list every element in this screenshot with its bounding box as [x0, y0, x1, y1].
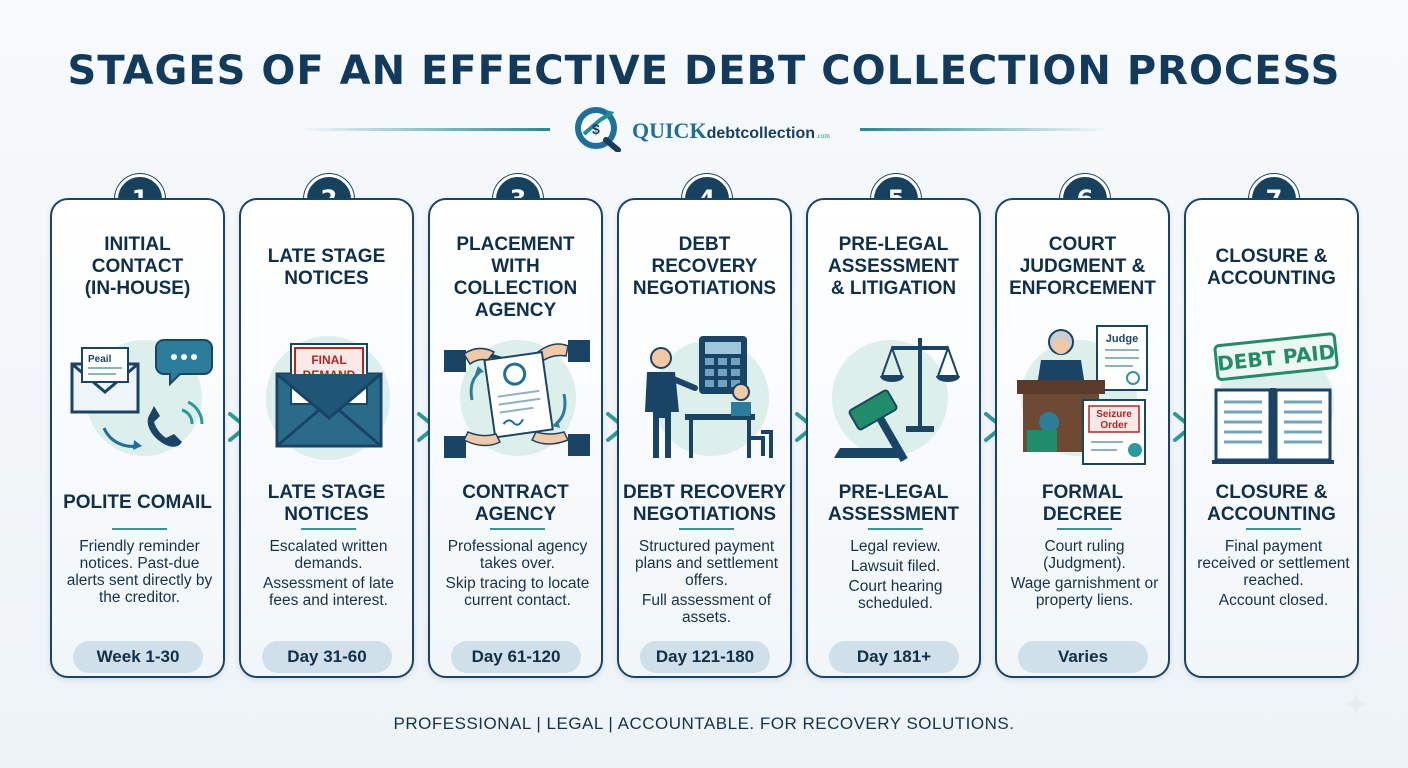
brand-logo-lockup: $ QUICKdebtcollection.com — [570, 104, 860, 152]
stage-timeframe-badge: Day 61-120 — [451, 641, 581, 673]
envelope-label: Peail — [88, 354, 112, 365]
negotiation-calculator-icon — [631, 318, 781, 468]
stage-title: PLACEMENT WITH COLLECTION AGENCY — [453, 234, 578, 321]
stage-divider — [1246, 528, 1301, 530]
stage-description-line: Full assessment of assets. — [641, 592, 772, 626]
stage-description-line: Professional agency takes over. — [447, 538, 588, 572]
stage-subtitle: CLOSURE & ACCOUNTING — [1207, 482, 1336, 525]
stage-title: PRE-LEGAL ASSESSMENT & LITIGATION — [828, 234, 959, 299]
svg-text:FINAL: FINAL — [311, 353, 346, 367]
stage-description-line: Account closed. — [1218, 592, 1329, 609]
brand-divider-right — [860, 128, 1110, 131]
stage-description-line: Lawsuit filed. — [850, 558, 941, 575]
stage-title: INITIAL CONTACT (IN-HOUSE) — [84, 234, 191, 299]
stage-description-line: Skip tracing to locate current contact. — [445, 575, 590, 609]
final-demand-envelope-icon: FINAL DEMAND — [253, 318, 403, 468]
stage-description-line: Court ruling (Judgment). — [1043, 538, 1126, 572]
stage-divider — [301, 528, 356, 530]
footer-tagline: PROFESSIONAL | LEGAL | ACCOUNTABLE. FOR … — [393, 714, 1015, 733]
page-title: STAGES OF AN EFFECTIVE DEBT COLLECTION P… — [67, 48, 1341, 94]
stage-card-7: CLOSURE & ACCOUNTING DEBT PAID CLOSURE &… — [1184, 198, 1359, 678]
stage-card-1: INITIAL CONTACT (IN-HOUSE) Peail POLITE … — [50, 198, 225, 678]
stage-timeframe-badge: Day 181+ — [829, 641, 959, 673]
stage-divider — [679, 528, 734, 530]
svg-text:$: $ — [592, 121, 600, 137]
stage-subtitle: POLITE COMAIL — [63, 492, 212, 513]
stage-card-3: PLACEMENT WITH COLLECTION AGENCY — [428, 198, 603, 678]
stage-description-line: Wage garnishment or property liens. — [1010, 575, 1159, 609]
stage-subtitle: CONTRACT AGENCY — [462, 482, 569, 525]
stage-timeframe-badge: Week 1-30 — [73, 641, 203, 673]
stage-description-line: Structured payment plans and settlement … — [634, 538, 779, 589]
qdc-logo-icon: $ — [575, 107, 621, 152]
stage-description: Court ruling (Judgment).Wage garnishment… — [1005, 538, 1164, 612]
stage-title: LATE STAGE NOTICES — [267, 246, 386, 289]
stage-description-line: Final payment received or settlement rea… — [1197, 538, 1350, 589]
brand-com: .com — [816, 132, 830, 140]
stage-subtitle: LATE STAGE NOTICES — [267, 482, 386, 525]
stage-timeframe-badge: Day 121-180 — [640, 641, 770, 673]
stage-description-line: Escalated written demands. — [269, 538, 388, 572]
stage-subtitle: DEBT RECOVERY NEGOTIATIONS — [623, 482, 786, 525]
stage-description-line: Friendly reminder notices. Past-due aler… — [66, 538, 213, 606]
stage-description: Professional agency takes over.Skip trac… — [438, 538, 597, 612]
stage-title: DEBT RECOVERY NEGOTIATIONS — [632, 234, 777, 299]
stage-divider — [490, 528, 545, 530]
brand-quick: QUICK — [632, 118, 707, 143]
stage-subtitle: FORMAL DECREE — [1041, 482, 1124, 525]
brand-wordmark: QUICKdebtcollection.com — [632, 118, 830, 144]
stage-description-line: Legal review. — [850, 538, 941, 555]
brand-debt: debtcollection — [706, 125, 816, 142]
stage-divider — [112, 528, 167, 530]
brand-divider-left — [300, 128, 550, 131]
stage-description: Escalated written demands.Assessment of … — [249, 538, 408, 612]
envelope-phone-chat-icon: Peail — [64, 318, 214, 468]
sparkle-icon — [1344, 692, 1368, 716]
stage-description-line: Assessment of late fees and interest. — [263, 575, 394, 609]
handshake-contract-icon — [442, 318, 592, 468]
stage-description: Legal review. Lawsuit filed. Court hearing… — [816, 538, 975, 615]
stage-card-6: COURT JUDGMENT & ENFORCEMENT Judge Seizu… — [995, 198, 1170, 678]
stage-timeframe-badge: Day 31-60 — [262, 641, 392, 673]
stage-description: Friendly reminder notices. Past-due aler… — [60, 538, 219, 609]
judge-seizure-order-icon: Judge Seizure Order — [1009, 318, 1159, 468]
stage-description: Structured payment plans and settlement … — [627, 538, 786, 629]
stage-card-4: DEBT RECOVERY NEGOTIATIONS DEBT RECOVERY… — [617, 198, 792, 678]
gavel-scales-icon — [820, 318, 970, 468]
stage-divider — [868, 528, 923, 530]
stage-card-5: PRE-LEGAL ASSESSMENT & LITIGATION PRE-LE… — [806, 198, 981, 678]
svg-text:Order: Order — [1100, 420, 1127, 431]
stage-timeframe-badge: Varies — [1018, 641, 1148, 673]
stage-card-2: LATE STAGE NOTICES FINAL DEMAND LATE STA… — [239, 198, 414, 678]
stage-title: COURT JUDGMENT & ENFORCEMENT — [1009, 234, 1156, 299]
svg-text:Seizure: Seizure — [1096, 409, 1132, 420]
svg-text:Judge: Judge — [1106, 333, 1138, 345]
stage-subtitle: PRE-LEGAL ASSESSMENT — [828, 482, 959, 525]
debt-paid-ledger-icon: DEBT PAID — [1198, 318, 1348, 468]
stage-title: CLOSURE & ACCOUNTING — [1207, 246, 1336, 289]
brand-row: $ QUICKdebtcollection.com — [0, 102, 1408, 152]
stage-description-line: Court hearing scheduled. — [848, 578, 943, 612]
stage-description: Final payment received or settlement rea… — [1194, 538, 1353, 612]
stage-divider — [1057, 528, 1112, 530]
